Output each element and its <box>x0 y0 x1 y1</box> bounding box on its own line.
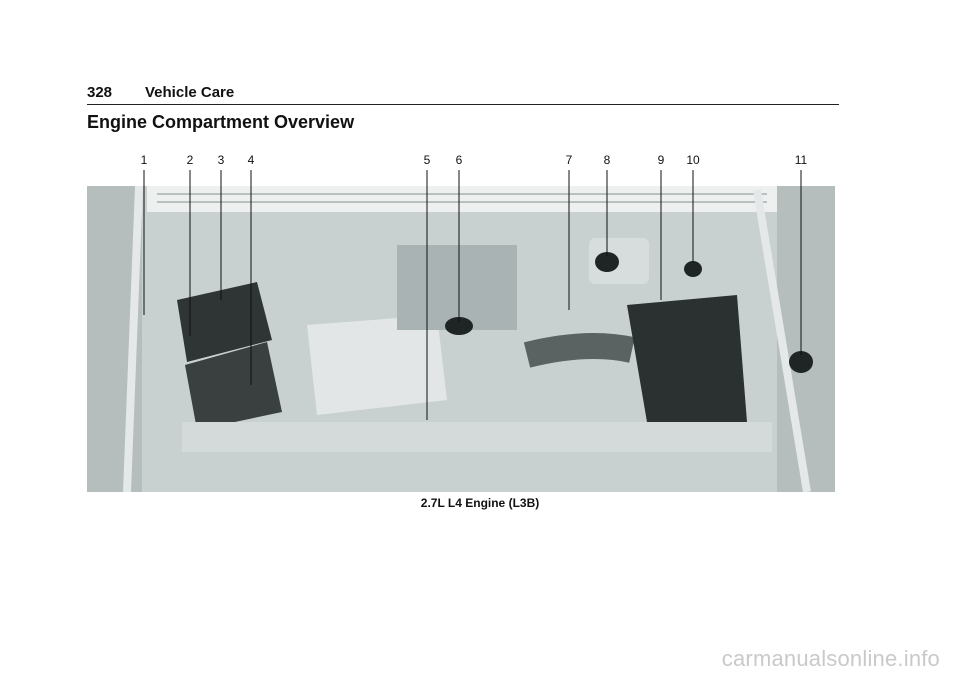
fuse-block-upper <box>177 282 272 362</box>
engine-illustration: 1 2 3 4 5 6 7 8 9 10 11 <box>87 150 835 492</box>
callout-6: 6 <box>456 153 463 167</box>
page-title: Engine Compartment Overview <box>87 112 355 132</box>
callout-5: 5 <box>424 153 431 167</box>
cowl-panel <box>147 186 777 212</box>
air-cleaner-box <box>627 295 747 422</box>
radiator-support <box>182 422 772 452</box>
washer-fluid-cap <box>789 351 813 373</box>
engine-cover <box>307 315 447 415</box>
page-number: 328 <box>87 84 113 101</box>
left-hood-strut <box>123 185 143 492</box>
intake-hose <box>523 333 635 368</box>
watermark: carmanualsonline.info <box>721 646 940 671</box>
fuse-block-cover <box>185 342 282 430</box>
callout-9: 9 <box>658 153 665 167</box>
callout-7: 7 <box>566 153 573 167</box>
oil-fill-cap <box>445 317 473 335</box>
header-rule <box>87 104 839 105</box>
page-header: 328 Vehicle Care <box>87 84 839 104</box>
callout-2: 2 <box>187 153 194 167</box>
callout-8: 8 <box>604 153 611 167</box>
right-hood-strut <box>753 189 811 492</box>
callout-11: 11 <box>795 153 808 167</box>
callout-4: 4 <box>248 153 255 167</box>
cowl-texture <box>157 193 767 203</box>
figure-caption: 2.7L L4 Engine (L3B) <box>420 496 540 510</box>
intake-manifold <box>397 245 517 330</box>
coolant-cap <box>595 252 619 272</box>
callout-10: 10 <box>686 153 700 167</box>
section-title: Vehicle Care <box>145 84 235 101</box>
callout-1: 1 <box>141 153 148 167</box>
callout-3: 3 <box>218 153 225 167</box>
brake-fluid-cap <box>684 261 702 277</box>
coolant-reservoir <box>589 238 649 284</box>
